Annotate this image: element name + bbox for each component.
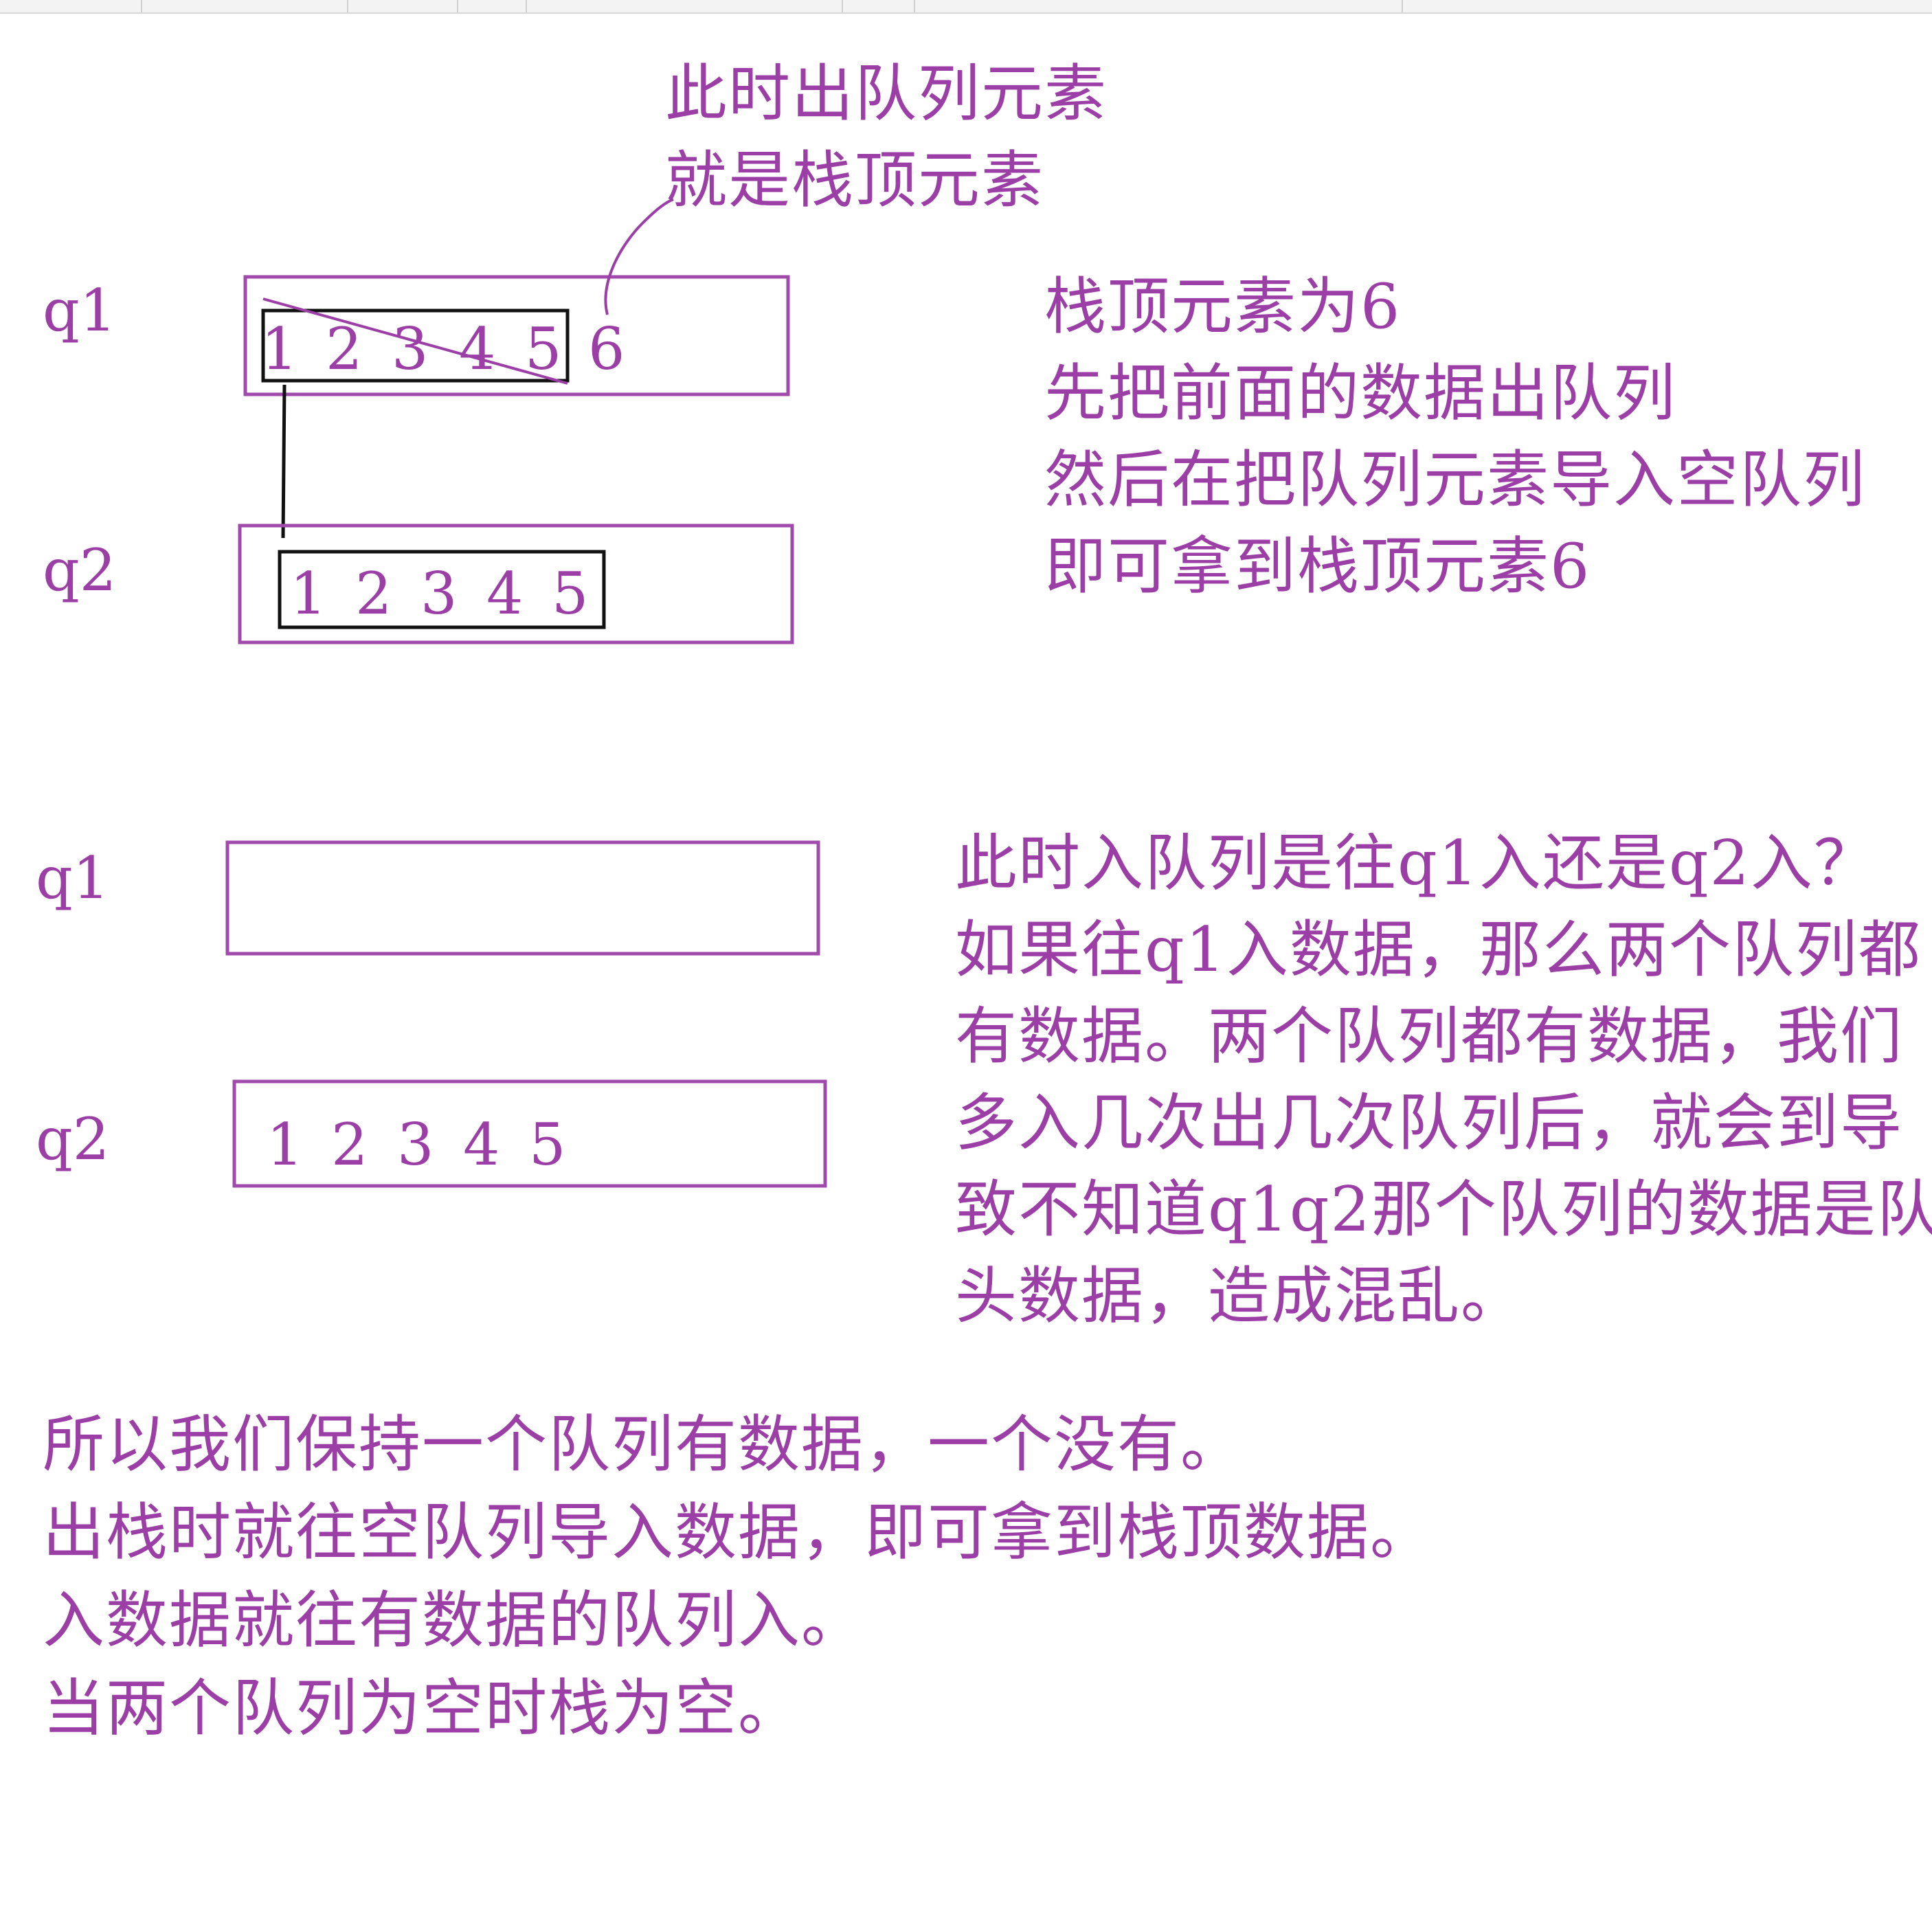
summary-line: 所以我们保持一个队列有数据，一个没有。 xyxy=(43,1408,1244,1481)
summary-text: 所以我们保持一个队列有数据，一个没有。 出栈时就往空队列导入数据，即可拿到栈顶数… xyxy=(43,1414,1433,1766)
annotation-line: 栈顶元素为6 xyxy=(1044,271,1402,343)
q2-label: q2 xyxy=(43,537,117,604)
queue-item: 5 xyxy=(529,1111,566,1178)
q1-box xyxy=(243,275,790,396)
queue-item: 4 xyxy=(463,1111,500,1178)
annotation-line: 先把前面的数据出队列 xyxy=(1044,357,1676,429)
annotation-line: 头数据，造成混乱。 xyxy=(955,1260,1524,1332)
queue-item: 2 xyxy=(331,1111,368,1178)
queue-item: 1 xyxy=(261,315,298,383)
q1-label: q1 xyxy=(43,277,117,344)
q2-box xyxy=(238,524,794,644)
queue-item: 3 xyxy=(392,315,429,383)
queue-item: 6 xyxy=(588,315,625,383)
queue-item: 5 xyxy=(525,315,562,383)
toolbar-separator xyxy=(457,0,458,12)
annotation-line: 此时出队列元素 xyxy=(665,58,1108,130)
annotation-line: 即可拿到栈顶元素6 xyxy=(1044,530,1591,603)
queue-item: 1 xyxy=(267,1111,304,1178)
toolbar-separator xyxy=(347,0,348,12)
q2-filled-box xyxy=(232,1079,827,1188)
annotation-line: 此时入队列是往q1入还是q2入？ xyxy=(955,833,1877,899)
summary-line: 当两个队列为空时栈为空。 xyxy=(43,1672,801,1744)
queue-item: 5 xyxy=(552,560,589,627)
annotation-arrow xyxy=(604,198,674,315)
queue-item: 1 xyxy=(290,560,327,627)
queue-item: 3 xyxy=(420,560,458,627)
toolbar-strip xyxy=(0,0,1932,14)
toolbar-separator xyxy=(914,0,915,12)
annotation-line: 致不知道q1q2那个队列的数据是队 xyxy=(955,1174,1932,1246)
top-annotation: 此时出队列元素 就是栈顶元素 xyxy=(665,63,1108,236)
q2-selection-box xyxy=(278,550,606,629)
q1-selection-box xyxy=(261,308,570,383)
annotation-line: 如果往q1入数据，那么两个队列都 xyxy=(955,914,1922,986)
annotation-line: 然后在把队列元素导入空队列 xyxy=(1044,444,1866,516)
toolbar-separator xyxy=(1402,0,1403,12)
toolbar-separator xyxy=(842,0,843,12)
queue-item: 3 xyxy=(397,1111,434,1178)
queue-item: 2 xyxy=(355,560,392,627)
transfer-line xyxy=(281,384,287,539)
side-annotation: 栈顶元素为6 先把前面的数据出队列 然后在把队列元素导入空队列 即可拿到栈顶元素… xyxy=(1044,276,1866,622)
annotation-line: 多入几次出几次队列后，就会到导 xyxy=(955,1087,1903,1159)
q1-empty-box xyxy=(225,840,820,956)
strike-line xyxy=(262,298,568,385)
queue-item: 4 xyxy=(459,315,496,383)
q1-label: q1 xyxy=(36,844,110,912)
toolbar-separator xyxy=(526,0,527,12)
annotation-line: 就是栈顶元素 xyxy=(665,144,1044,216)
q2-label: q2 xyxy=(36,1105,110,1173)
summary-line: 出栈时就往空队列导入数据，即可拿到栈顶数据。 xyxy=(43,1496,1433,1569)
summary-line: 入数据就往有数据的队列入。 xyxy=(43,1584,864,1657)
queue-item: 4 xyxy=(486,560,524,627)
question-annotation: 此时入队列是往q1入还是q2入？ 如果往q1入数据，那么两个队列都 有数据。两个… xyxy=(955,833,1932,1352)
toolbar-separator xyxy=(141,0,142,12)
annotation-line: 有数据。两个队列都有数据，我们 xyxy=(955,1000,1903,1073)
queue-item: 2 xyxy=(326,315,363,383)
